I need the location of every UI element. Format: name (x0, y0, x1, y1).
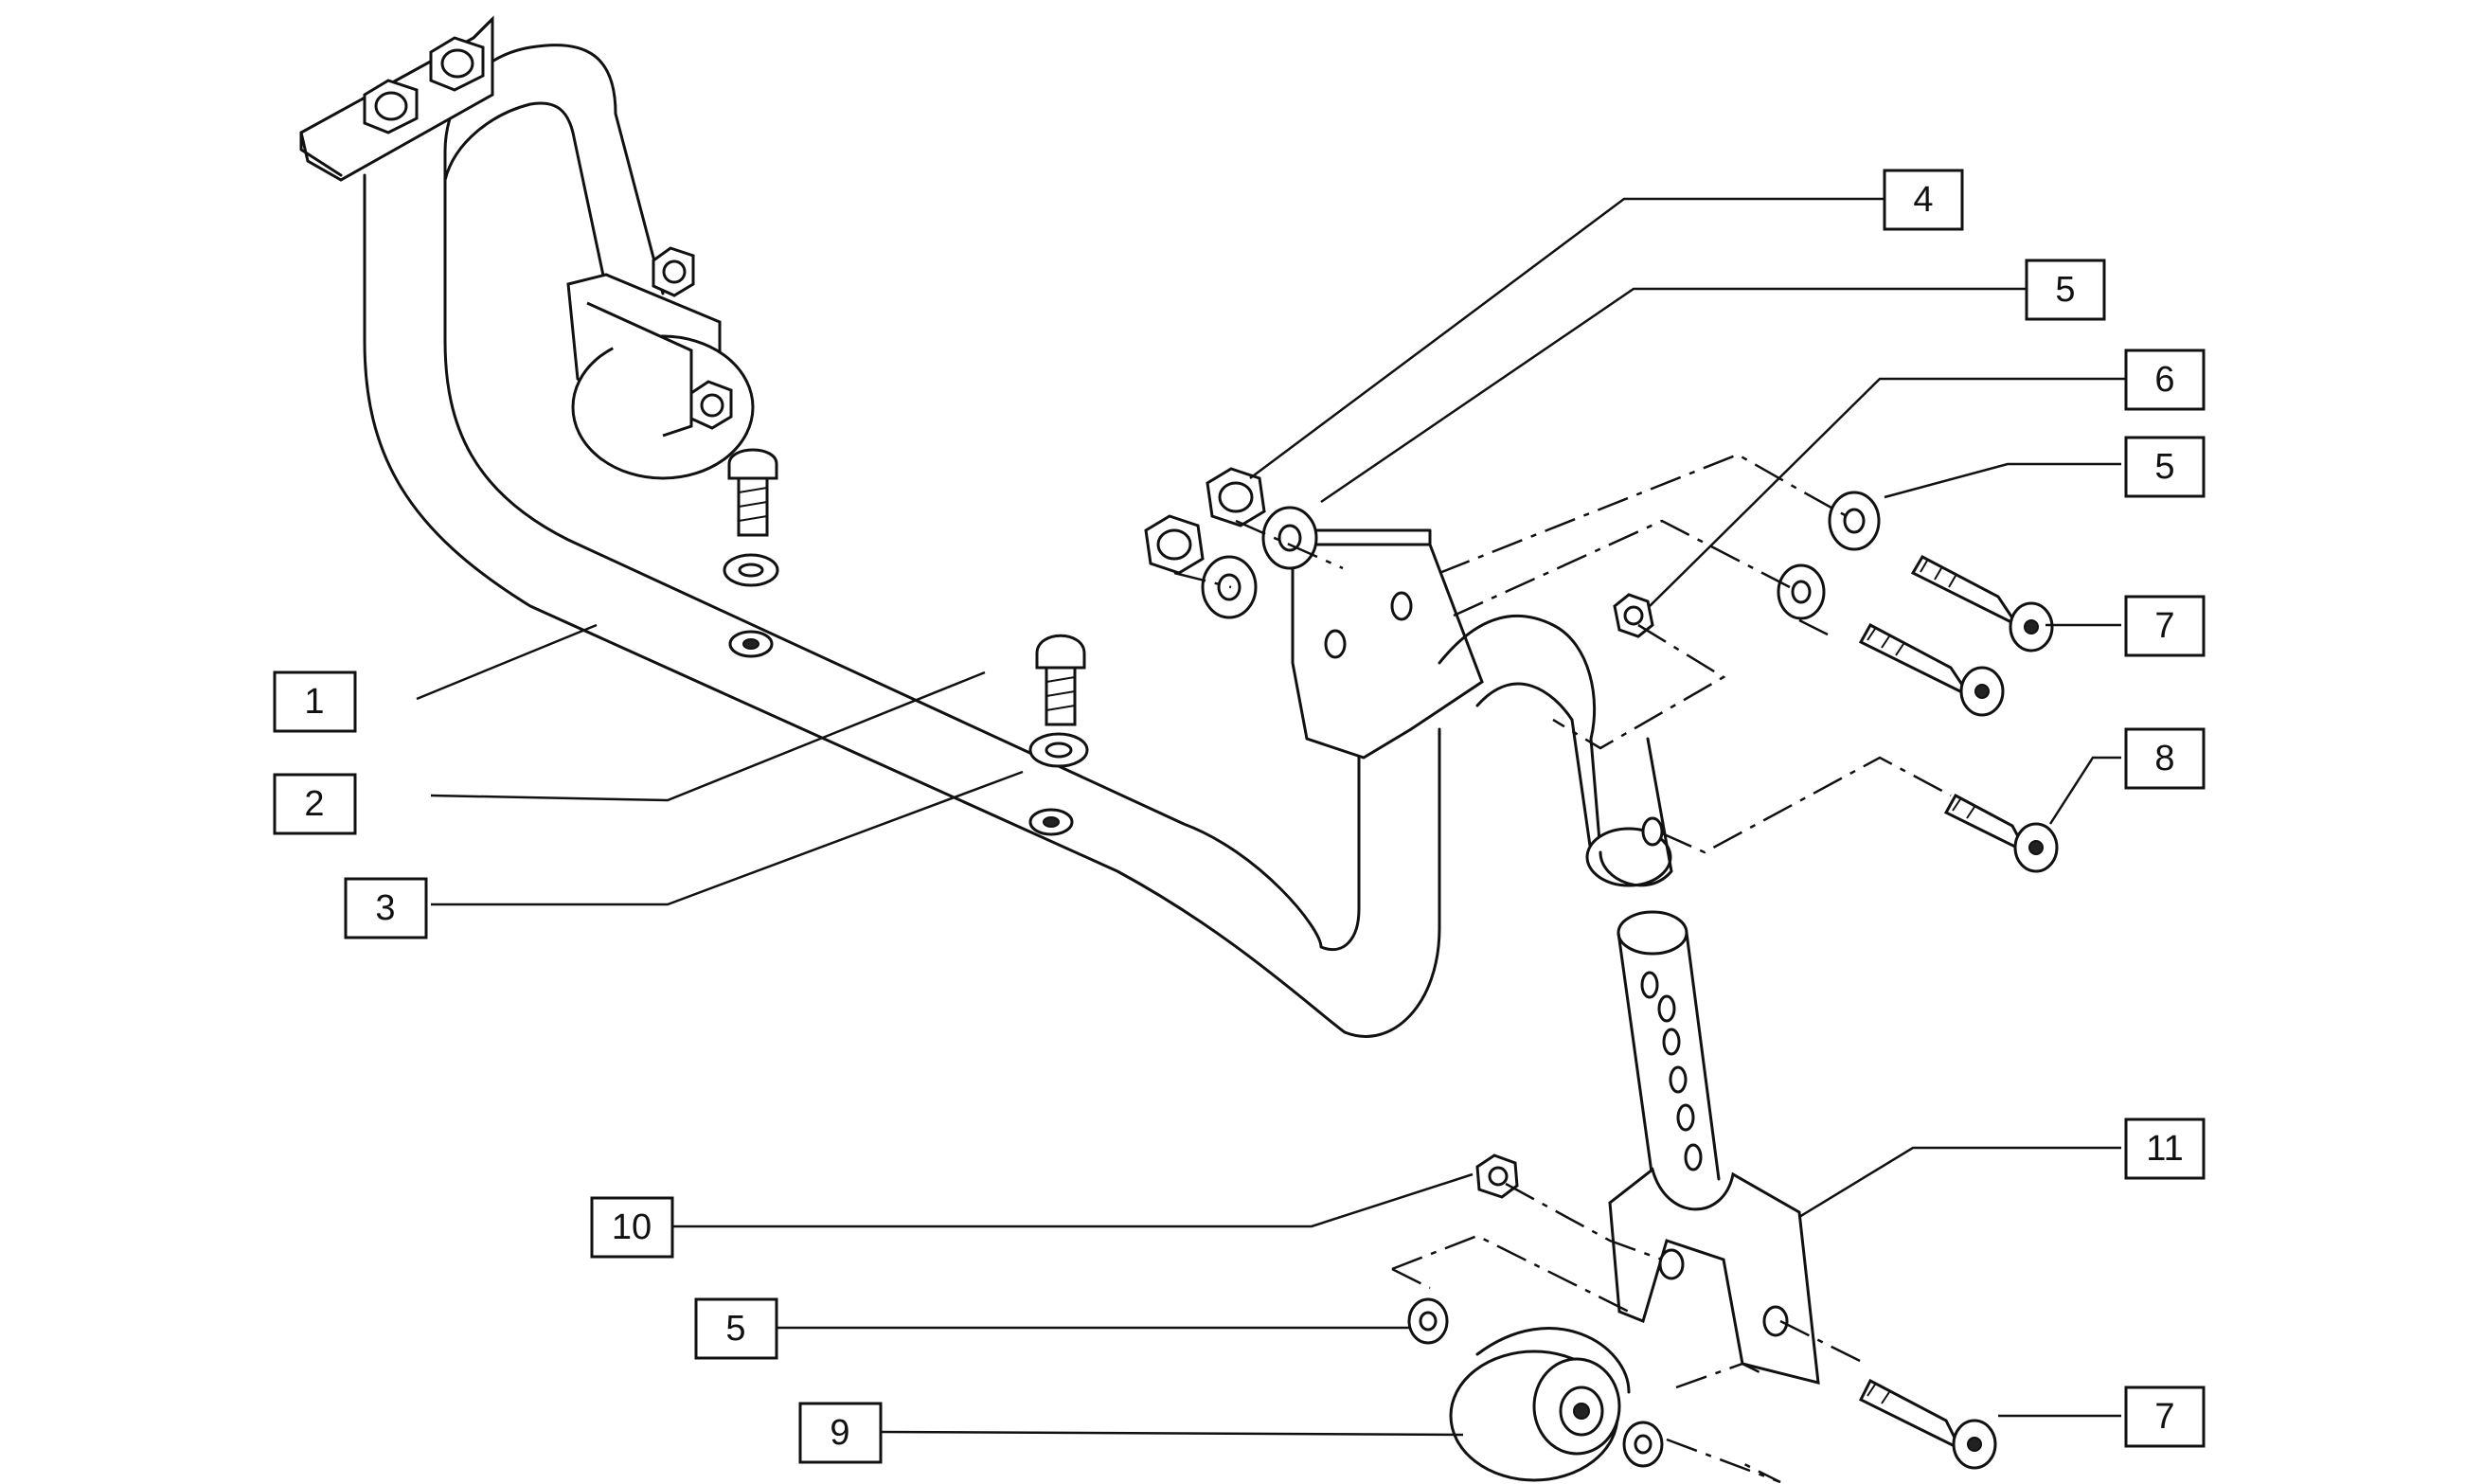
callout-6: 6 (2124, 349, 2206, 411)
frame-tube-part (299, 15, 1673, 1038)
callout-label: 5 (725, 1309, 745, 1349)
callout-4: 4 (1883, 169, 1964, 231)
washer-icon (1777, 563, 1826, 620)
assembly-centerlines (1173, 453, 1952, 1484)
callout-label: 10 (612, 1207, 652, 1247)
washer-icon (1261, 506, 1318, 570)
callout-label: 9 (830, 1413, 849, 1453)
washer-icon (723, 553, 779, 587)
callout-9: 9 (798, 1402, 883, 1464)
callout-label: 5 (2154, 447, 2174, 487)
caster-wheel-part (1449, 1327, 1631, 1482)
button-head-screw (1035, 634, 1086, 726)
nut-icon (1613, 593, 1654, 638)
callout-8: 8 (2124, 727, 2206, 790)
shoulder-bolt (1858, 622, 2005, 717)
caster-fork-part (1608, 910, 1820, 1385)
callout-label: 7 (2154, 1397, 2174, 1437)
callout-2: 2 (273, 773, 357, 835)
callout-5-top: 5 (2025, 259, 2106, 321)
washer-icon (1028, 732, 1089, 768)
nut-icon (429, 36, 485, 92)
callout-label: 3 (375, 888, 395, 928)
callout-label: 6 (2154, 360, 2174, 400)
tube-hole-center (742, 638, 759, 650)
callout-5-bottom: 5 (694, 1297, 778, 1360)
washer-icon (1201, 555, 1258, 619)
callout-7-top: 7 (2124, 595, 2206, 657)
nut-icon (652, 246, 695, 297)
button-head-screw (727, 448, 778, 537)
callout-label: 2 (304, 784, 324, 824)
callout-5-mid: 5 (2124, 436, 2206, 498)
callout-7-bottom: 7 (2124, 1386, 2206, 1448)
callout-1: 1 (273, 670, 357, 733)
callout-11: 11 (2124, 1117, 2206, 1180)
tube-hole-center (1043, 816, 1060, 828)
callout-label: 4 (1913, 180, 1933, 220)
callout-10: 10 (590, 1196, 674, 1259)
shoulder-bolt (1943, 793, 2059, 873)
nut-icon (1144, 514, 1205, 575)
callout-label: 1 (304, 682, 324, 722)
callout-label: 11 (2146, 1129, 2183, 1169)
nut-icon (1475, 1153, 1519, 1199)
washer-icon (1622, 1421, 1664, 1468)
shoulder-bolt (1910, 555, 2054, 653)
washer-icon (1407, 1297, 1449, 1345)
leader-lines (416, 197, 2164, 1437)
shoulder-bolt (1858, 1378, 1997, 1470)
nut-icon (363, 79, 419, 134)
callout-label: 5 (2055, 270, 2075, 310)
callout-3: 3 (344, 877, 428, 939)
nut-icon (1206, 467, 1266, 527)
washer-icon (1828, 491, 1881, 551)
callout-label: 8 (2154, 739, 2174, 778)
callout-label: 7 (2154, 606, 2174, 646)
nut-icon (689, 380, 733, 430)
